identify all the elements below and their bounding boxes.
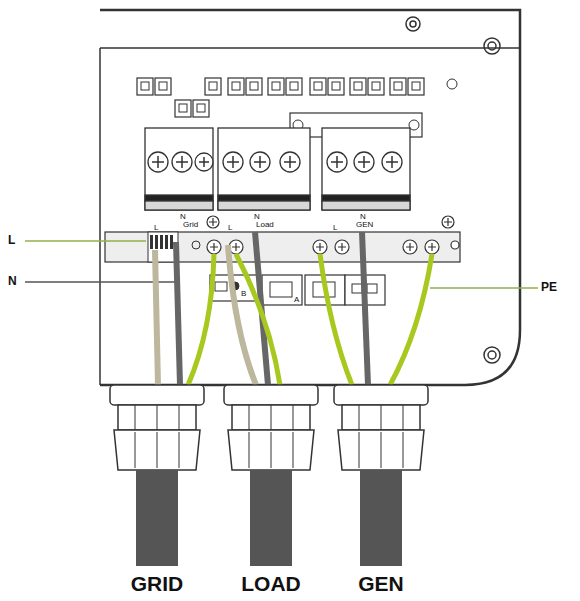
callout-label: N <box>8 275 17 287</box>
terminal-label: N <box>360 213 366 221</box>
cable-label: LOAD <box>241 573 301 594</box>
terminal-label: L <box>228 224 232 232</box>
terminal-label: L <box>333 224 337 232</box>
terminal-label: Grid <box>183 221 198 229</box>
port-label: A <box>294 296 299 304</box>
terminal-label: N <box>254 213 260 221</box>
port-label: B <box>241 290 246 298</box>
terminal-label: GEN <box>356 221 373 229</box>
cable-label: GRID <box>131 573 184 594</box>
callout-label: PE <box>541 281 557 293</box>
terminal-label: N <box>180 213 186 221</box>
cable-label: GEN <box>358 573 404 594</box>
terminal-label: L <box>154 224 158 232</box>
terminal-label: Load <box>256 221 274 229</box>
callout-label: L <box>8 234 15 246</box>
